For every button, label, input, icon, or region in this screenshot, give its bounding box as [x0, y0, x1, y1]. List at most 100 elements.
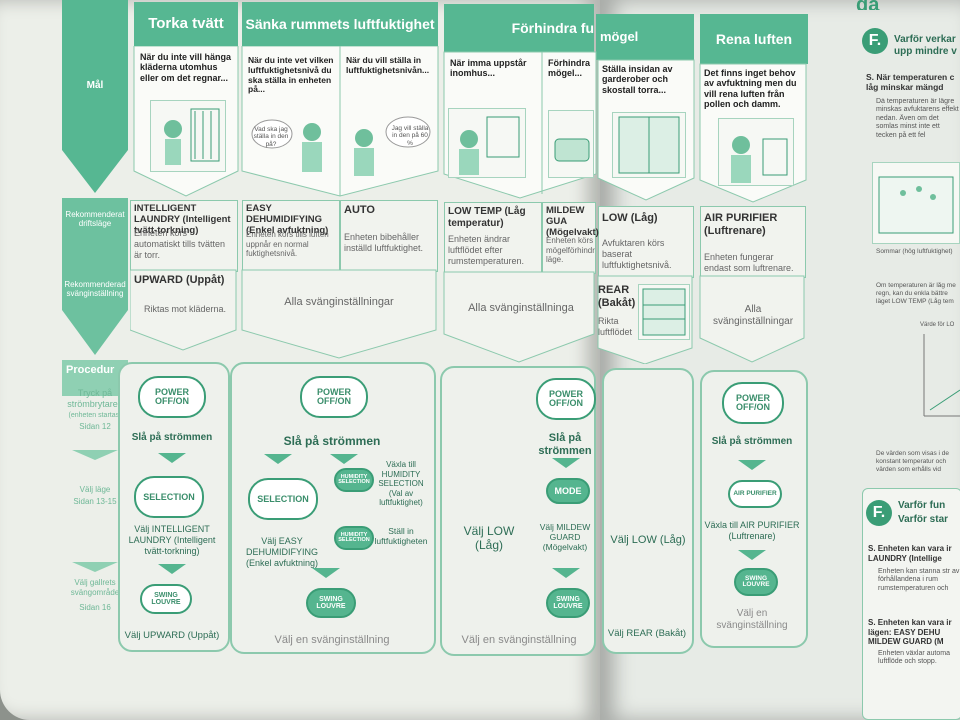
- mode-ed: EASY DEHUMIDIFYING (Enkel avfuktning): [246, 203, 329, 236]
- swing-rear-desc: Rikta luftflödet: [598, 316, 633, 337]
- illustration-laundry: [150, 100, 226, 172]
- swing-button-rena[interactable]: SWING LOUVRE: [734, 568, 778, 596]
- right-s3: S. Enheten kan vara ir lägen: EASY DEHU …: [868, 618, 952, 647]
- header-torka: Torka tvätt: [134, 2, 238, 46]
- goal-torka: När du inte vill hänga kläderna utomhus …: [140, 52, 232, 83]
- step1-note: (enheten startas): [68, 412, 122, 419]
- swing-alla2: Alla svänginställninga: [468, 302, 574, 314]
- humidity-button-1[interactable]: HUMIDITY SELECTION: [334, 468, 374, 492]
- arrow-sanka-2: [330, 454, 358, 464]
- mode-low-desc: Enheten ändrar luftflödet efter rumstemp…: [448, 234, 525, 266]
- step3-label: Välj gallrets svängområde: [70, 578, 120, 597]
- goal-forh1: När imma uppstår inomhus...: [450, 58, 527, 79]
- mode-low: LOW TEMP (Låg temperatur): [448, 206, 526, 229]
- illustration-clean-air: [718, 118, 794, 186]
- swing-alla1: Alla svänginställningar: [284, 296, 394, 308]
- right-title-1: Varför verkar upp mindre v: [894, 34, 957, 57]
- mode-ed-desc: Enheten körs tills luften uppnår en norm…: [246, 230, 329, 259]
- arrow-rena-2: [738, 550, 766, 560]
- valj-upward: Välj UPWARD (Uppåt): [124, 630, 220, 641]
- step1-page: Sidan 12: [79, 422, 111, 431]
- left-column-arrows: [62, 0, 128, 572]
- sla-sanka: Slå på strömmen: [283, 434, 381, 448]
- step2-page: Sidan 13-15: [73, 497, 117, 506]
- step3-page: Sidan 16: [79, 603, 111, 612]
- illustration-woman-thinking: [250, 112, 334, 178]
- bubble-1: Vad ska jag ställa in den på?: [253, 126, 289, 148]
- swing-rear: REAR (Bakåt): [598, 284, 636, 309]
- label-rek-sving: Rekommenderad svänginställning: [64, 280, 126, 298]
- selection-button-torka[interactable]: SELECTION: [134, 476, 204, 518]
- arrow-torka-2: [158, 564, 186, 574]
- mode-auto: AUTO: [344, 204, 375, 216]
- mode-lowlag-desc: Avfuktaren körs baserat luftfuktighetsni…: [602, 238, 672, 270]
- illustration-sofa: [548, 110, 594, 178]
- swing-button-sanka[interactable]: SWING LOUVRE: [306, 588, 356, 618]
- valj-sving-rena: Välj en svänginställning: [716, 608, 788, 631]
- right-mini-chart: [923, 334, 960, 417]
- swing-button-forhindra[interactable]: SWING LOUVRE: [546, 588, 590, 618]
- header-sanka: Sänka rummets luftfuktighet: [242, 2, 438, 46]
- header-forhindra: Förhindra fu: [444, 4, 594, 52]
- power-button-torka[interactable]: POWER OFF/ON: [138, 376, 206, 418]
- swing-button-torka[interactable]: SWING LOUVRE: [140, 584, 192, 614]
- valj-sving-forhindra: Välj en svänginställning: [461, 634, 577, 646]
- right-s2-body: Enheten kan stanna str av förhållandena …: [878, 568, 960, 592]
- mode-button[interactable]: MODE: [546, 478, 590, 504]
- cell-auto: [340, 200, 438, 272]
- humidity-button-2[interactable]: HUMIDITY SELECTION: [334, 526, 374, 550]
- valj-low-mogel: Välj LOW (Låg): [610, 534, 686, 546]
- sla-forhindra: Slå på strömmen: [538, 432, 592, 458]
- sla-rena: Slå på strömmen: [711, 436, 793, 447]
- illustration-wardrobe: [612, 112, 686, 178]
- swing-chevrons: [130, 269, 805, 364]
- vaxla-ap: Växla till AIR PURIFIER (Luftrenare): [704, 520, 800, 541]
- cell-low: [444, 202, 542, 274]
- label-procedur: Procedur: [66, 364, 115, 376]
- illustration-woman-60: [346, 112, 432, 178]
- cell-lowlag: [598, 206, 694, 278]
- valj-sving-sanka: Välj en svänginställning: [274, 634, 390, 646]
- valj-low: Välj LOW (Låg): [463, 524, 515, 553]
- mode-mg: MILDEW GUA (Mögelvakt): [546, 205, 599, 238]
- valj-mg: Välj MILDEW GUARD (Mögelvakt): [539, 522, 591, 553]
- goal-rena: Det finns inget behov av avfuktning men …: [704, 68, 797, 110]
- power-button-forhindra[interactable]: POWER OFF/ON: [536, 378, 596, 420]
- right-title-2b: Varför star: [898, 514, 949, 525]
- swing-alla3: Alla svänginställningar: [712, 304, 794, 327]
- label-rek-drift: Rekommenderat driftsläge: [65, 210, 125, 228]
- illustration-humid-room: [872, 162, 960, 244]
- header-rena: Rena luften: [700, 14, 808, 64]
- valj-rear: Välj REAR (Bakåt): [607, 628, 687, 639]
- arrow-sanka-3: [312, 568, 340, 578]
- power-button-rena[interactable]: POWER OFF/ON: [722, 382, 784, 424]
- right-faq-box: [862, 488, 960, 720]
- right-s2: S. Enheten kan vara ir LAUNDRY (Intellig…: [868, 544, 952, 563]
- sla-torka: Slå på strömmen: [131, 432, 213, 443]
- arrow-rena-1: [738, 460, 766, 470]
- selection-button-sanka[interactable]: SELECTION: [248, 478, 318, 520]
- bubble-2: Jag vill ställa in den på 60 %: [391, 125, 429, 147]
- power-button-sanka[interactable]: POWER OFF/ON: [300, 376, 368, 418]
- right-s3-body: Enheten växlar automa luftflöde och stop…: [878, 650, 950, 666]
- goal-sanka1: När du inte vet vilken luftfuktighetsniv…: [248, 55, 334, 95]
- f-chip-2: F.: [866, 500, 892, 526]
- swing-upward-desc: Riktas mot kläderna.: [143, 304, 227, 314]
- ed-select: Välj EASY DEHUMIDIFYING (Enkel avfuktnin…: [245, 536, 319, 568]
- stall-in: Ställ in luftfuktigheten: [374, 526, 428, 547]
- right-note-2: De värden som visas i de konstant temper…: [876, 450, 949, 473]
- il-select: Välj INTELLIGENT LAUNDRY (Intelligent tv…: [128, 524, 216, 556]
- illustration-window: [448, 108, 526, 178]
- air-purifier-button[interactable]: AIR PURIFIER: [728, 480, 782, 508]
- right-caption: Sommar (hög luftfuktighet): [876, 248, 953, 255]
- right-s1: S. När temperaturen c låg minskar mängd: [866, 72, 955, 93]
- arrow-forhindra-2: [552, 568, 580, 578]
- mode-lowlag: LOW (Låg): [602, 212, 658, 224]
- illustration-shoe-cabinet: [638, 284, 690, 340]
- goal-mogel: Ställa insidan av garderober och skostal…: [602, 64, 673, 95]
- arrow-torka-1: [158, 453, 186, 463]
- arrow-forhindra-1: [552, 458, 580, 468]
- right-note: Om temperaturen är låg me regn, kan du e…: [876, 282, 956, 305]
- chart-title: Värde för LO: [920, 322, 955, 328]
- mode-il-desc: Enheten körs automatiskt tills tvätten ä…: [134, 228, 226, 260]
